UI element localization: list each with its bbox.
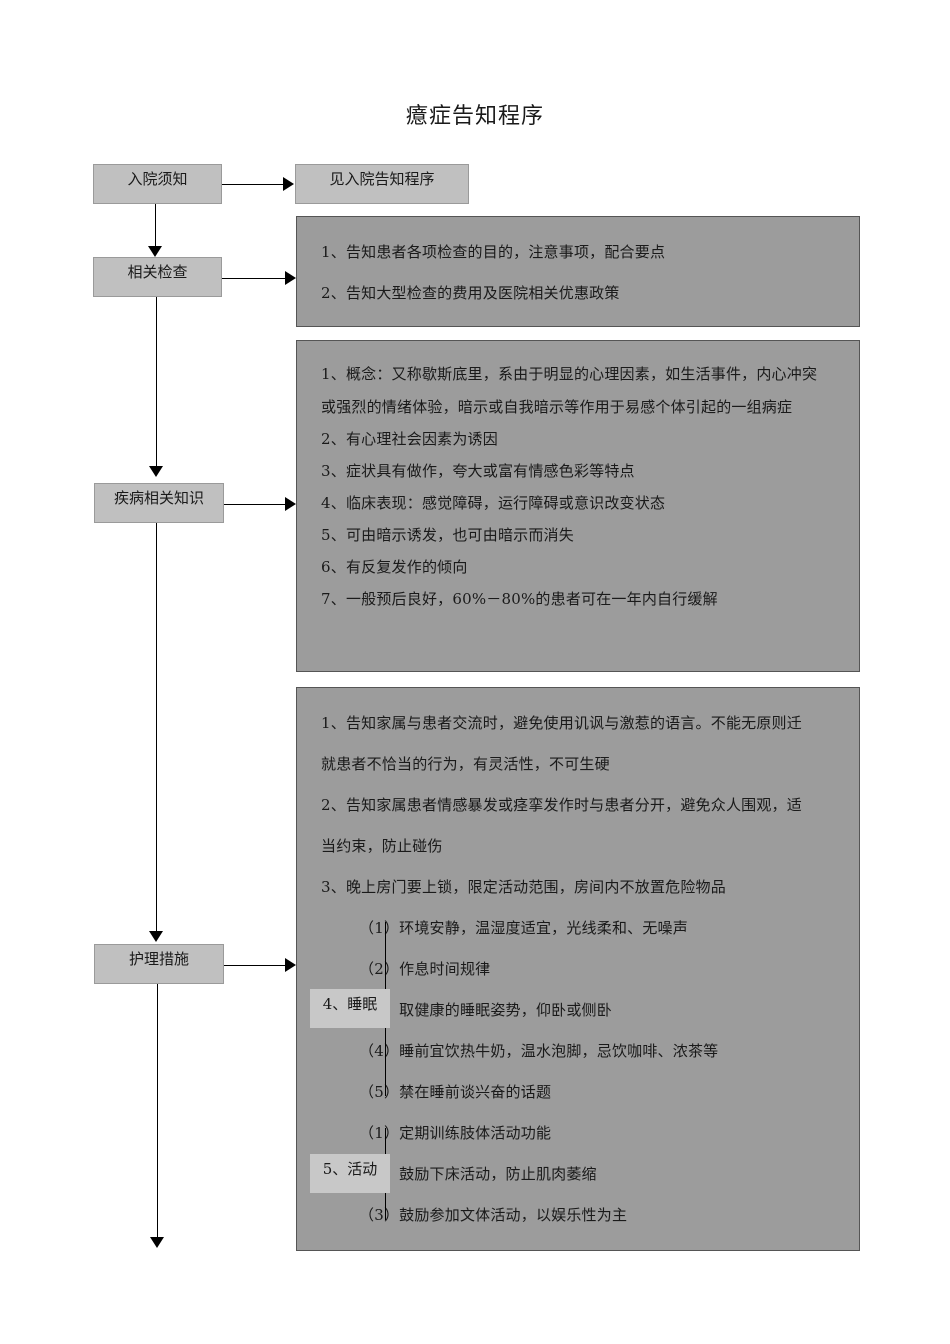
step-disease: 疾病相关知识	[94, 483, 224, 523]
disease-line: 1、概念：又称歇斯底里，系由于明显的心理因素，如生活事件，内心冲突	[321, 365, 818, 383]
arrow-right-icon	[285, 958, 296, 972]
arrow-right-icon	[285, 497, 296, 511]
connector-line	[222, 184, 284, 185]
connector-line	[156, 297, 157, 467]
arrow-down-icon	[149, 931, 163, 942]
connector-line	[155, 204, 156, 248]
arrow-right-icon	[283, 177, 294, 191]
exam-panel: 1、告知患者各项检查的目的，注意事项，配合要点 2、告知大型检查的费用及医院相关…	[296, 216, 860, 327]
activity-item: （1）定期训练肢体活动功能	[359, 1124, 552, 1142]
page-title: 癔症告知程序	[405, 104, 544, 129]
arrow-down-icon	[149, 466, 163, 477]
nursing-line: 就患者不恰当的行为，有灵活性，不可生硬	[321, 755, 610, 773]
nursing-line: 当约束，防止碰伤	[321, 837, 443, 855]
connector-line	[157, 984, 158, 1238]
arrow-down-icon	[150, 1237, 164, 1248]
step-admission: 入院须知	[93, 164, 222, 204]
sleep-item: （4）睡前宜饮热牛奶，温水泡脚，忌饮咖啡、浓茶等	[359, 1042, 719, 1060]
activity-label: 5、活动	[310, 1154, 390, 1193]
arrow-down-icon	[148, 246, 162, 257]
nursing-line: 2、告知家属患者情感暴发或痉挛发作时与患者分开，避免众人围观，适	[321, 796, 802, 814]
disease-line: 或强烈的情绪体验，暗示或自我暗示等作用于易感个体引起的一组病症	[321, 398, 793, 416]
sleep-item: （5）禁在睡前谈兴奋的话题	[359, 1083, 552, 1101]
disease-line: 2、有心理社会因素为诱因	[321, 430, 498, 448]
disease-panel: 1、概念：又称歇斯底里，系由于明显的心理因素，如生活事件，内心冲突 或强烈的情绪…	[296, 340, 860, 672]
step-exams: 相关检查	[93, 257, 222, 297]
disease-line: 7、一般预后良好，60%－80%的患者可在一年内自行缓解	[321, 590, 718, 608]
nursing-line: 1、告知家属与患者交流时，避免使用讥讽与激惹的语言。不能无原则迁	[321, 714, 802, 732]
exam-line: 2、告知大型检查的费用及医院相关优惠政策	[321, 284, 620, 302]
connector-line	[156, 523, 157, 931]
nursing-line: 3、晚上房门要上锁，限定活动范围，房间内不放置危险物品	[321, 878, 726, 896]
step-nursing: 护理措施	[94, 944, 224, 984]
step-admission-ref: 见入院告知程序	[295, 164, 469, 204]
connector-line	[224, 504, 286, 505]
exam-line: 1、告知患者各项检查的目的，注意事项，配合要点	[321, 243, 666, 261]
nursing-panel: 1、告知家属与患者交流时，避免使用讥讽与激惹的语言。不能无原则迁 就患者不恰当的…	[296, 687, 860, 1251]
disease-line: 6、有反复发作的倾向	[321, 558, 468, 576]
sleep-item: （2）作息时间规律	[359, 960, 491, 978]
disease-line: 3、症状具有做作，夸大或富有情感色彩等特点	[321, 462, 635, 480]
connector-line	[222, 278, 286, 279]
arrow-right-icon	[285, 271, 296, 285]
activity-item: （2）鼓励下床活动，防止肌肉萎缩	[359, 1165, 597, 1183]
activity-item: （3）鼓励参加文体活动，以娱乐性为主	[359, 1206, 628, 1224]
sleep-item: （3）取健康的睡眠姿势，仰卧或侧卧	[359, 1001, 612, 1019]
connector-line	[224, 965, 286, 966]
disease-line: 5、可由暗示诱发，也可由暗示而消失	[321, 526, 574, 544]
disease-line: 4、临床表现：感觉障碍，运行障碍或意识改变状态	[321, 494, 666, 512]
sleep-item: （1）环境安静，温湿度适宜，光线柔和、无噪声	[359, 919, 688, 937]
sleep-label: 4、睡眠	[310, 989, 390, 1028]
